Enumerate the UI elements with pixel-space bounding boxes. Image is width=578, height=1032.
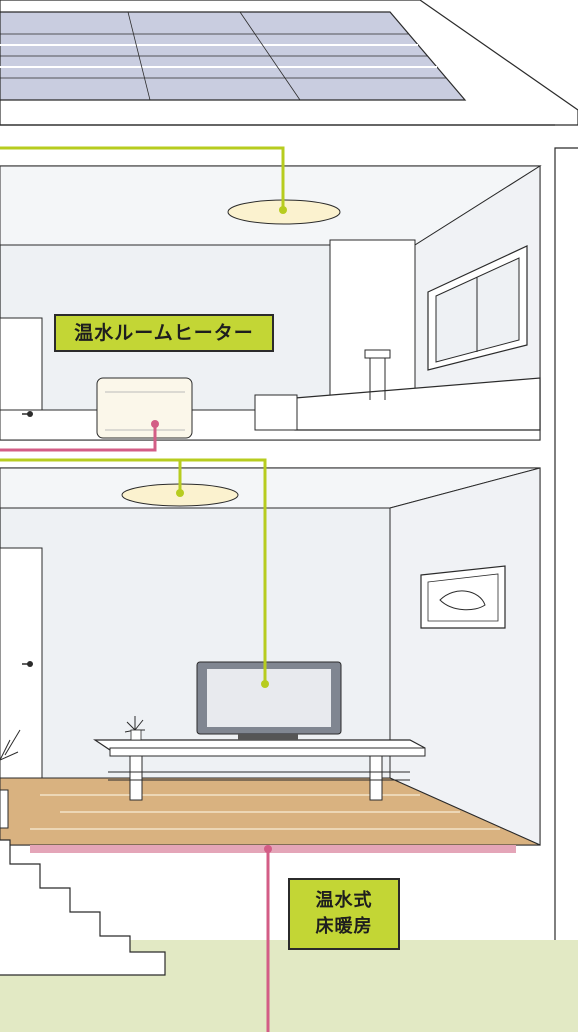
room-heater-label: 温水ルームヒーター xyxy=(54,314,274,352)
wire-endpoint xyxy=(176,489,184,497)
floor-heating-label-line2: 床暖房 xyxy=(315,916,373,937)
sofa-icon xyxy=(254,349,541,431)
solar-panel-icon xyxy=(0,11,467,101)
floor-heating-label: 温水式 床暖房 xyxy=(288,878,400,950)
window-icon xyxy=(329,239,528,409)
outer-wall xyxy=(554,147,578,940)
television-icon xyxy=(196,661,342,740)
potted-plant-icon xyxy=(124,716,145,741)
wall-picture-icon xyxy=(420,565,506,629)
room-heater-icon xyxy=(96,377,193,439)
door-icon xyxy=(0,317,43,417)
wire-endpoint xyxy=(261,680,269,688)
wire-endpoint xyxy=(279,206,287,214)
stairs-icon xyxy=(0,839,166,976)
pipe-endpoint xyxy=(264,845,272,853)
hot-water-piping xyxy=(0,424,270,1032)
electric-wiring xyxy=(0,146,285,684)
tv-stand xyxy=(93,739,426,801)
door-icon xyxy=(0,547,43,779)
room-heater-label-text: 温水ルームヒーター xyxy=(74,322,254,344)
pipe-endpoint xyxy=(151,420,159,428)
floor-heating-label-line1: 温水式 xyxy=(315,890,373,911)
potted-plant-icon xyxy=(0,729,21,829)
